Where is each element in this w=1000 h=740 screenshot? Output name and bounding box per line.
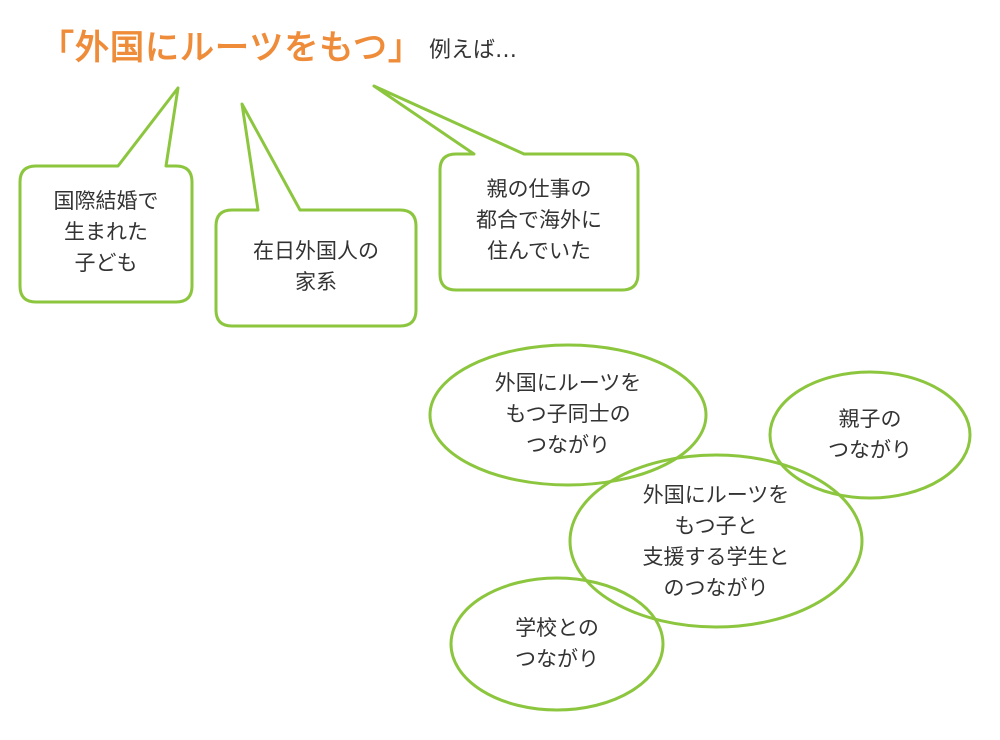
callout-label-intl-marriage: 国際結婚で 生まれた 子ども (20, 186, 192, 279)
callout-line: 在日外国人の (253, 239, 379, 263)
circle-line: 親子の (838, 407, 902, 431)
callout-line: 住んでいた (487, 239, 591, 263)
callout-bubble-intl-marriage (18, 86, 194, 304)
callout-line: 都合で海外に (476, 208, 602, 232)
callout-line: 生まれた (64, 220, 148, 244)
headline-main: 「外国にルーツをもつ」 (40, 28, 423, 68)
circle-line: 外国にルーツを (642, 483, 790, 507)
circle-student-support (568, 453, 864, 629)
circle-label-peer-connection: 外国にルーツを もつ子同士の つながり (448, 368, 688, 461)
headline-sub: 例えば… (428, 38, 517, 63)
circle-line: もつ子と (674, 514, 758, 538)
callout-line: 国際結婚で (53, 189, 159, 213)
callout-line: 子ども (74, 251, 138, 275)
circle-parent-child (768, 370, 972, 500)
circle-label-parent-child: 親子の つながり (790, 404, 950, 466)
circle-line: つながり (526, 433, 610, 457)
circle-label-school: 学校との つながり (477, 613, 637, 675)
circle-label-student-support: 外国にルーツを もつ子と 支援する学生と のつながり (596, 480, 836, 604)
circle-line: もつ子同士の (505, 402, 631, 426)
callout-label-parent-work: 親の仕事の 都合で海外に 住んでいた (440, 174, 638, 267)
circle-line: つながり (828, 438, 912, 462)
callout-line: 家系 (295, 270, 337, 294)
headline: 「外国にルーツをもつ」例えば… (40, 20, 517, 82)
circle-line: のつながり (663, 576, 769, 600)
circle-line: 外国にルーツを (494, 371, 642, 395)
callout-bubble-parent-work (372, 84, 640, 292)
callout-label-lineage: 在日外国人の 家系 (216, 236, 416, 298)
callout-bubble-lineage (214, 102, 418, 328)
callout-line: 親の仕事の (486, 177, 592, 201)
circle-line: 学校との (515, 616, 599, 640)
circle-school (449, 576, 665, 712)
circle-peer-connection (428, 343, 708, 487)
circle-line: つながり (515, 647, 599, 671)
circle-line: 支援する学生と (642, 545, 790, 569)
